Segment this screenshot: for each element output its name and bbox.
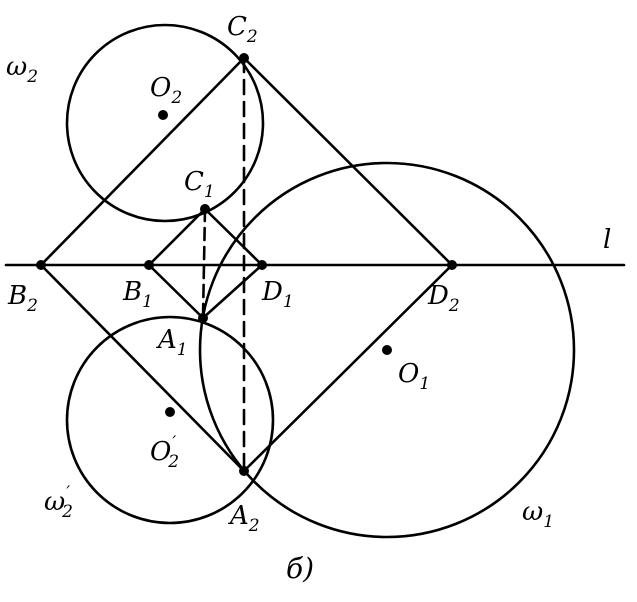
label-d2: D2 bbox=[427, 281, 460, 316]
point-d1 bbox=[257, 260, 267, 270]
label-o1: O1 bbox=[398, 359, 430, 394]
point-b1 bbox=[144, 260, 154, 270]
label-b2: B2 bbox=[7, 281, 38, 316]
point-c2 bbox=[239, 53, 249, 63]
label-b1: B1 bbox=[122, 277, 153, 312]
point-a2 bbox=[239, 466, 249, 476]
label-o2-prime: O′2 bbox=[150, 433, 179, 472]
label-a2: A2 bbox=[228, 501, 260, 536]
label-o2: O2 bbox=[150, 73, 182, 108]
dashed-line-c1-a1 bbox=[201, 207, 207, 320]
point-b2 bbox=[36, 260, 46, 270]
circle-omega2 bbox=[65, 23, 265, 223]
point-d2 bbox=[447, 260, 457, 270]
point-o1 bbox=[382, 345, 392, 355]
point-o2 bbox=[158, 110, 168, 120]
point-a1 bbox=[198, 313, 208, 323]
figure-caption: б) bbox=[286, 552, 314, 585]
point-o2-prime bbox=[165, 407, 175, 417]
label-d1: D1 bbox=[261, 277, 294, 312]
point-c1 bbox=[200, 204, 210, 214]
label-omega2-prime: ω′2 bbox=[44, 483, 73, 522]
label-l: l bbox=[603, 225, 611, 255]
circle-omega1 bbox=[198, 161, 576, 539]
label-a1: A1 bbox=[156, 325, 188, 360]
label-c1: C1 bbox=[184, 167, 215, 202]
label-omega1: ω1 bbox=[522, 497, 554, 532]
circle-omega2-prime bbox=[65, 315, 275, 525]
label-c2: C2 bbox=[227, 12, 258, 47]
label-omega2: ω2 bbox=[6, 52, 38, 87]
